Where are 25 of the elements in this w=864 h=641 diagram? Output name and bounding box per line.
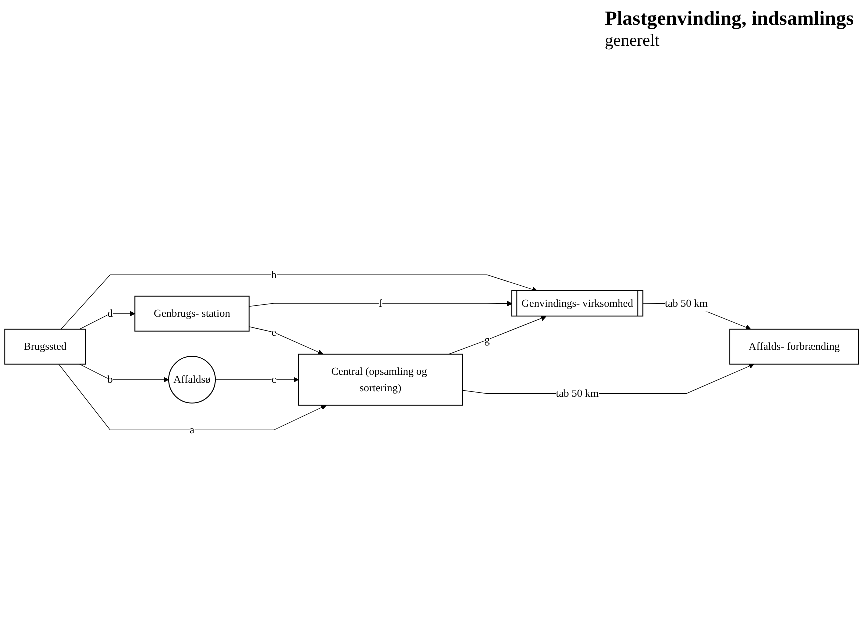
edge-label: a [190, 424, 195, 436]
arrow [79, 310, 136, 330]
edge-label: g [484, 334, 490, 346]
edge-label: c [272, 374, 276, 386]
arrow [249, 300, 513, 307]
arrow [215, 377, 300, 383]
arrow [60, 274, 538, 330]
edge-label: h [271, 268, 277, 281]
arrow [79, 364, 170, 383]
edge-label: tab 50 km [665, 297, 708, 310]
arrow [448, 316, 547, 355]
node-box: Genbrugs- station [134, 296, 250, 332]
node-box: Brugssted [4, 328, 86, 365]
edge-label: d [108, 308, 114, 320]
subtitle: generelt [605, 31, 661, 51]
edge-label: b [108, 374, 114, 386]
node-box: Affalds- forbrænding [730, 328, 860, 365]
diagram-title: Plastgenvinding, indsamlings [605, 8, 854, 31]
edge-label: e [272, 326, 276, 338]
arrow [58, 364, 327, 430]
edge-label: tab 50 km [556, 387, 599, 400]
node-circle: Affaldsø [168, 356, 216, 404]
edge-label: f [378, 297, 382, 310]
node-box: Central (opsamling og sortering) [298, 354, 464, 406]
arrow [249, 326, 324, 355]
